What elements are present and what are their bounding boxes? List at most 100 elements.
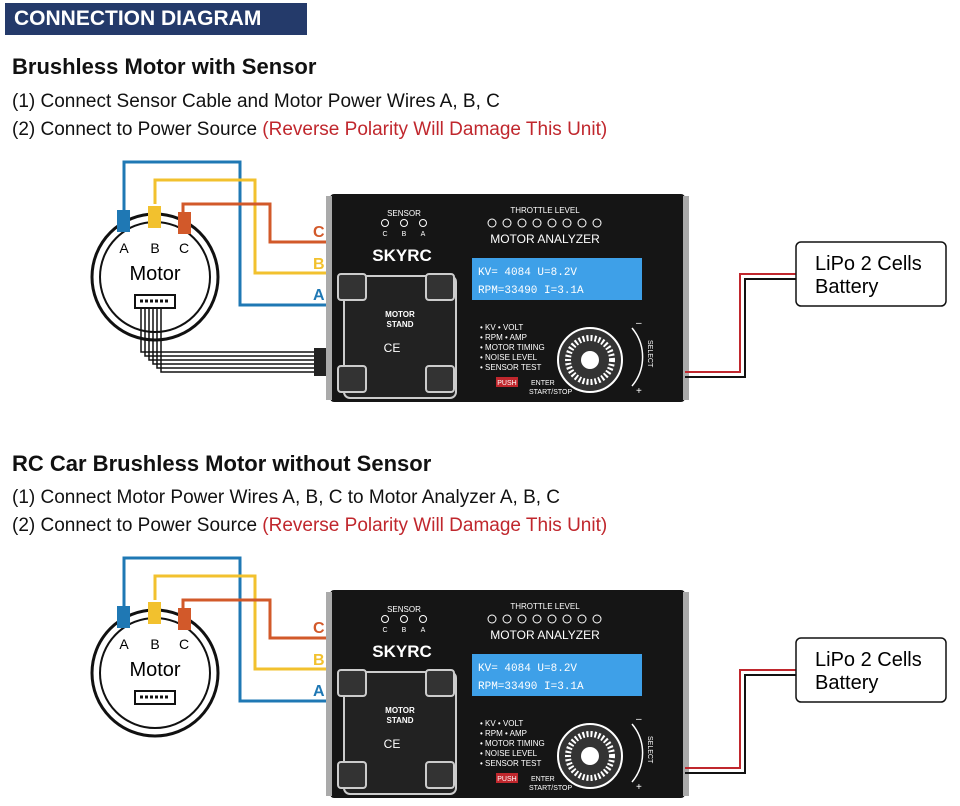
analyzer-name: MOTOR ANALYZER (490, 628, 600, 642)
function-5: • SENSOR TEST (480, 759, 541, 768)
sensor-pin-b: B (402, 231, 407, 238)
battery: LiPo 2 Cells Battery (795, 637, 947, 703)
lcd-screen (472, 654, 642, 696)
plus-label: + (636, 782, 642, 793)
battery-wire-red (685, 669, 796, 769)
sensor-pin-a: A (421, 627, 426, 634)
terminal-b-label: B (150, 240, 159, 256)
select-label: SELECT (646, 340, 653, 368)
brand-logo: SKYRC (372, 642, 432, 661)
lcd-screen (472, 258, 642, 300)
section-title-sensorless: RC Car Brushless Motor without Sensor (12, 451, 432, 476)
stand-label-1: MOTOR (385, 310, 415, 319)
sensor-pin-a: A (421, 231, 426, 238)
lcd-line-1: KV= 4084 U=8.2V (478, 663, 577, 675)
step-2-text: (2) Connect to Power Source (12, 119, 258, 140)
polarity-warning: (Reverse Polarity Will Damage This Unit) (262, 119, 608, 140)
power-wires (122, 556, 330, 703)
sensor-label: SENSOR (387, 209, 421, 218)
battery: LiPo 2 Cells Battery (795, 241, 947, 307)
select-dial (557, 327, 623, 393)
battery-line-2: Battery (815, 276, 878, 298)
input-b-label: B (313, 652, 325, 669)
wire-a (122, 160, 330, 307)
section-title-sensor: Brushless Motor with Sensor (12, 54, 317, 79)
motor-analyzer: C B A SENSOR C B A THROTTLE LEVEL MOTOR … (313, 590, 689, 798)
terminal-c-label: C (179, 240, 189, 256)
minus-label: – (636, 714, 642, 725)
battery-wire-red (685, 273, 796, 373)
sensor-pin-b: B (402, 627, 407, 634)
input-a-label: A (313, 683, 325, 700)
select-dial (557, 723, 623, 789)
terminal-a-label: A (119, 240, 129, 256)
enter-label: ENTER (531, 776, 555, 783)
function-4: • NOISE LEVEL (480, 353, 538, 362)
stand-label-2: STAND (387, 320, 414, 329)
function-3: • MOTOR TIMING (480, 739, 545, 748)
input-b-label: B (313, 256, 325, 273)
enter-label: ENTER (531, 380, 555, 387)
input-c-label: C (313, 620, 325, 637)
select-label: SELECT (646, 736, 653, 764)
function-1: • KV • VOLT (480, 719, 523, 728)
power-wires (122, 160, 330, 307)
terminal-a-label: A (119, 636, 129, 652)
sensor-pin-c: C (382, 627, 387, 634)
wire-b (153, 178, 330, 275)
step-2-sensor: (2) Connect to Power Source (Reverse Pol… (12, 119, 607, 141)
input-c-label: C (313, 224, 325, 241)
step-1-sensor: (1) Connect Sensor Cable and Motor Power… (12, 91, 500, 112)
sensor-label: SENSOR (387, 605, 421, 614)
function-4: • NOISE LEVEL (480, 749, 538, 758)
function-1: • KV • VOLT (480, 323, 523, 332)
function-5: • SENSOR TEST (480, 363, 541, 372)
ce-mark: CE (384, 341, 401, 355)
battery-wire-black (685, 278, 796, 378)
wire-a (122, 556, 330, 703)
minus-label: – (636, 318, 642, 329)
plus-label: + (636, 386, 642, 397)
motor: A B C Motor (90, 206, 220, 342)
sensor-pin-c: C (382, 231, 387, 238)
terminal-b-label: B (150, 636, 159, 652)
battery-wire-black (685, 674, 796, 774)
terminal-c-label: C (179, 636, 189, 652)
motor-label: Motor (129, 263, 180, 285)
analyzer-name: MOTOR ANALYZER (490, 232, 600, 246)
battery-line-2: Battery (815, 672, 878, 694)
battery-line-1: LiPo 2 Cells (815, 253, 922, 275)
step-1-sensorless: (1) Connect Motor Power Wires A, B, C to… (12, 487, 561, 508)
lcd-line-2: RPM=33490 I=3.1A (478, 681, 584, 693)
brand-logo: SKYRC (372, 246, 432, 265)
lcd-line-1: KV= 4084 U=8.2V (478, 267, 577, 279)
wire-c (181, 598, 330, 640)
stand-label-1: MOTOR (385, 706, 415, 715)
push-label: PUSH (497, 776, 516, 783)
motor-label: Motor (129, 659, 180, 681)
battery-line-1: LiPo 2 Cells (815, 649, 922, 671)
startstop-label: START/STOP (529, 785, 573, 792)
sensor-cable (140, 308, 315, 373)
step-2-sensorless: (2) Connect to Power Source (Reverse Pol… (12, 515, 607, 537)
stand-label-2: STAND (387, 716, 414, 725)
input-a-label: A (313, 287, 325, 304)
function-2: • RPM • AMP (480, 333, 527, 342)
throttle-label: THROTTLE LEVEL (510, 602, 580, 611)
polarity-warning: (Reverse Polarity Will Damage This Unit) (262, 515, 608, 536)
lcd-line-2: RPM=33490 I=3.1A (478, 285, 584, 297)
section-header: CONNECTION DIAGRAM (5, 3, 307, 35)
startstop-label: START/STOP (529, 389, 573, 396)
diagram-without-sensor: A B C Motor C B A SENSOR C B A THROTTLE … (0, 546, 960, 806)
ce-mark: CE (384, 737, 401, 751)
diagram-with-sensor: A B C Motor C B A SENSOR C B A THROTTLE … (0, 150, 960, 410)
wire-b (153, 574, 330, 671)
step-2-text: (2) Connect to Power Source (12, 515, 258, 536)
wire-c (181, 202, 330, 244)
push-label: PUSH (497, 380, 516, 387)
function-3: • MOTOR TIMING (480, 343, 545, 352)
motor-analyzer: C B A SENSOR C B A THROTTLE LEVEL MOTOR … (313, 194, 689, 402)
throttle-label: THROTTLE LEVEL (510, 206, 580, 215)
motor: A B C Motor (90, 602, 220, 738)
function-2: • RPM • AMP (480, 729, 527, 738)
